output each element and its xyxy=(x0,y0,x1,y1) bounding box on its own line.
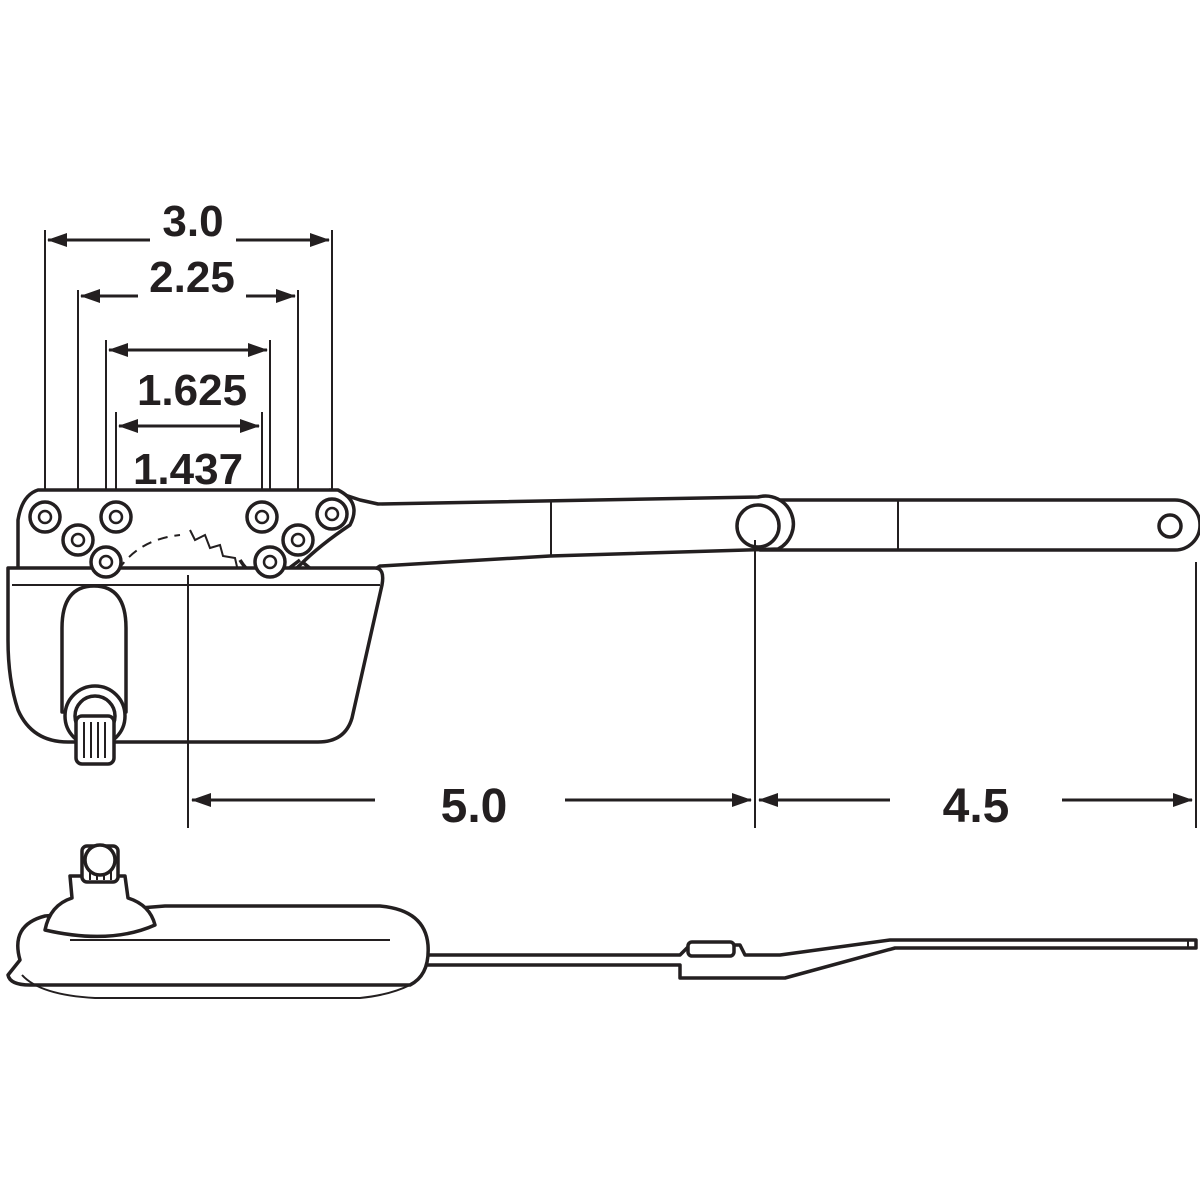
hole-icon xyxy=(245,500,279,534)
dim-1-437-label: 1.437 xyxy=(133,445,243,494)
dimension-3-0: 3.0 xyxy=(47,197,330,247)
operator-link-arm xyxy=(758,498,1200,552)
hole-icon xyxy=(61,523,95,557)
dim-5-0-label: 5.0 xyxy=(441,780,508,833)
side-view-base xyxy=(21,974,411,999)
dimension-2-25: 2.25 xyxy=(80,253,296,303)
dim-1-625-label: 1.625 xyxy=(137,366,247,415)
shaft-slot xyxy=(60,584,128,714)
dimension-1-437: 1.437 xyxy=(118,419,260,494)
hole-icon xyxy=(28,500,62,534)
hole-icon xyxy=(315,497,349,531)
dimension-1-625: 1.625 xyxy=(108,343,268,415)
pivot-hole-icon xyxy=(735,503,781,549)
side-view-shaft-boss xyxy=(43,874,157,939)
dim-3-0-label: 3.0 xyxy=(162,197,223,246)
end-hole-icon xyxy=(1157,513,1183,539)
hole-icon xyxy=(253,545,287,579)
dimension-5-0: 5.0 xyxy=(191,780,752,833)
hole-icon xyxy=(281,523,315,557)
operator-side-view xyxy=(6,843,1198,999)
dim-2-25-label: 2.25 xyxy=(149,253,235,302)
gear-teeth xyxy=(189,529,241,581)
bottom-extension-lines xyxy=(187,540,1197,828)
spline-shaft xyxy=(63,684,127,766)
side-view-arm xyxy=(378,938,1198,980)
mounting-holes xyxy=(28,497,349,579)
side-view-shaft-tip xyxy=(83,843,117,877)
dimension-4-5: 4.5 xyxy=(758,780,1193,833)
extension-lines xyxy=(44,230,333,560)
hole-icon xyxy=(99,500,133,534)
hole-icon xyxy=(89,545,123,579)
dim-4-5-label: 4.5 xyxy=(943,780,1010,833)
operator-top-view xyxy=(6,488,1200,766)
